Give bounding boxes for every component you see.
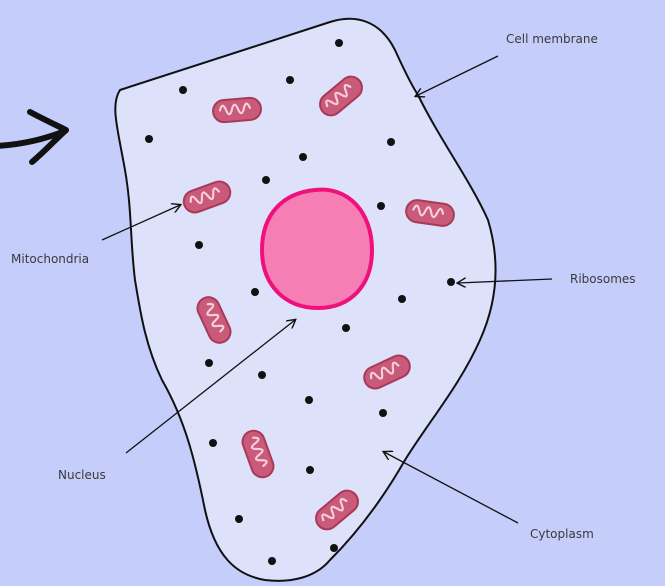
ribosome-dot: [447, 278, 455, 286]
ribosome-dot: [335, 39, 343, 47]
ribosome-dot: [342, 324, 350, 332]
ribosome-dot: [205, 359, 213, 367]
ribosome-dot: [262, 176, 270, 184]
ribosome-dot: [398, 295, 406, 303]
ribosome-dot: [251, 288, 259, 296]
ribosome-dot: [379, 409, 387, 417]
ribosome-dot: [145, 135, 153, 143]
ribosome-dot: [299, 153, 307, 161]
ribosome-dot: [330, 544, 338, 552]
pointer-cytoplasm: [384, 452, 518, 523]
nucleus: [262, 190, 372, 308]
ribosome-dot: [235, 515, 243, 523]
label-cell-membrane: Cell membrane: [506, 32, 598, 46]
label-cytoplasm: Cytoplasm: [530, 527, 594, 541]
hand-drawn-arrow-icon: [0, 112, 66, 162]
pointer-cell-membrane: [416, 56, 498, 96]
label-ribosomes: Ribosomes: [570, 272, 636, 286]
label-mitochondria: Mitochondria: [11, 252, 89, 266]
ribosome-dot: [286, 76, 294, 84]
mitochondrion: [212, 97, 262, 123]
ribosome-dot: [387, 138, 395, 146]
ribosome-dot: [195, 241, 203, 249]
label-nucleus: Nucleus: [58, 468, 106, 482]
ribosome-dot: [179, 86, 187, 94]
ribosome-dot: [209, 439, 217, 447]
ribosome-dot: [306, 466, 314, 474]
ribosome-dot: [377, 202, 385, 210]
ribosome-dot: [268, 557, 276, 565]
ribosome-dot: [258, 371, 266, 379]
ribosome-dot: [305, 396, 313, 404]
